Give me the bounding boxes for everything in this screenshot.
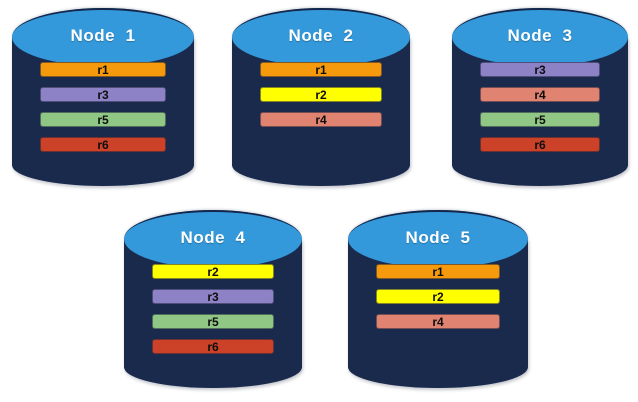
cylinder-top-ellipse — [348, 210, 528, 268]
replica-bar-r2[interactable]: r2 — [152, 264, 274, 279]
cylinder-top-ellipse — [232, 8, 410, 66]
replica-label: r4 — [315, 112, 327, 127]
node-4-replica-list: r2 r3 r5 r6 — [124, 210, 302, 388]
replica-bar-r5[interactable]: r5 — [480, 112, 600, 127]
node-5-replica-list: r1 r2 r4 — [348, 210, 528, 388]
replica-bar-r2[interactable]: r2 — [376, 289, 500, 304]
replica-label: r3 — [207, 289, 219, 304]
replica-label: r4 — [432, 314, 444, 329]
node-1-label: Node 1 — [70, 26, 136, 45]
node-4[interactable]: Node 4 r2 r3 r5 r6 — [124, 210, 302, 388]
node-1[interactable]: Node 1 r1 r3 r5 r6 — [12, 8, 194, 186]
replica-bar-r6[interactable]: r6 — [152, 339, 274, 354]
replica-label: r1 — [432, 264, 444, 279]
replica-bar-r3[interactable]: r3 — [40, 87, 166, 102]
node-1-replica-list: r1 r3 r5 r6 — [12, 8, 194, 186]
node-3[interactable]: Node 3 r3 r4 r5 r6 — [452, 8, 628, 186]
replica-label: r6 — [97, 137, 109, 152]
replica-bar-r4[interactable]: r4 — [376, 314, 500, 329]
replica-bar-r2[interactable]: r2 — [260, 87, 382, 102]
replica-bar-r6[interactable]: r6 — [40, 137, 166, 152]
replica-label: r6 — [207, 339, 219, 354]
replica-bar-r4[interactable]: r4 — [260, 112, 382, 127]
replica-label: r5 — [534, 112, 546, 127]
node-3-label: Node 3 — [507, 26, 573, 45]
cylinder-top-ellipse — [12, 8, 194, 66]
cylinder-top-ellipse — [452, 8, 628, 66]
replica-label: r5 — [97, 112, 109, 127]
replica-label: r2 — [432, 289, 444, 304]
replica-label: r2 — [207, 264, 219, 279]
replica-label: r3 — [534, 62, 546, 77]
replica-label: r2 — [315, 87, 327, 102]
node-2-replica-list: r1 r2 r4 — [232, 8, 410, 186]
node-5-label: Node 5 — [405, 228, 471, 247]
replica-bar-r1[interactable]: r1 — [260, 62, 382, 77]
replica-label: r1 — [315, 62, 327, 77]
replica-bar-r5[interactable]: r5 — [152, 314, 274, 329]
replica-bar-r1[interactable]: r1 — [376, 264, 500, 279]
replica-label: r1 — [97, 62, 109, 77]
cylinder-top-ellipse — [124, 210, 302, 268]
node-4-label: Node 4 — [180, 228, 246, 247]
replica-bar-r6[interactable]: r6 — [480, 137, 600, 152]
replica-bar-r4[interactable]: r4 — [480, 87, 600, 102]
node-5[interactable]: Node 5 r1 r2 r4 — [348, 210, 528, 388]
replica-label: r6 — [534, 137, 546, 152]
replica-bar-r3[interactable]: r3 — [152, 289, 274, 304]
replica-label: r4 — [534, 87, 546, 102]
node-2-label: Node 2 — [288, 26, 354, 45]
replica-bar-r3[interactable]: r3 — [480, 62, 600, 77]
node-2[interactable]: Node 2 r1 r2 r4 — [232, 8, 410, 186]
replica-bar-r1[interactable]: r1 — [40, 62, 166, 77]
replica-label: r5 — [207, 314, 219, 329]
replica-bar-r5[interactable]: r5 — [40, 112, 166, 127]
replica-label: r3 — [97, 87, 109, 102]
node-3-replica-list: r3 r4 r5 r6 — [452, 8, 628, 186]
